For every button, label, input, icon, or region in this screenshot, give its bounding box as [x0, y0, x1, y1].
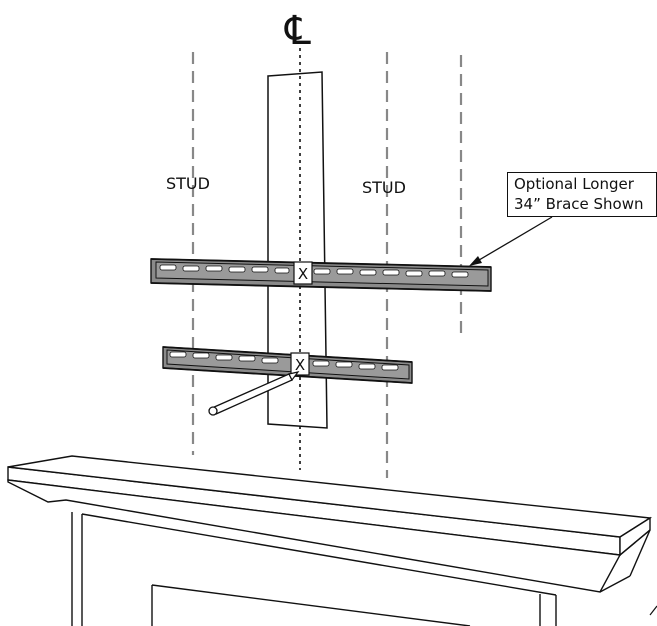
vertical-board — [267, 71, 328, 429]
callout-arrow — [469, 216, 553, 266]
lower-mark-x: X — [295, 356, 305, 374]
fireplace-mantel — [7, 455, 653, 626]
upper-brace: X — [150, 258, 492, 292]
stud-label-left: STUD — [166, 174, 210, 193]
upper-mark-x: X — [298, 265, 308, 283]
centerline-symbol: ℄ — [284, 8, 311, 54]
lower-brace: X — [162, 346, 413, 384]
stud-label-right: STUD — [362, 178, 406, 197]
fireplace-edge-marks — [649, 605, 657, 616]
callout-line-2: 34” Brace Shown — [514, 195, 644, 213]
pencil — [208, 371, 300, 416]
callout-line-1: Optional Longer — [514, 175, 634, 193]
callout-optional-brace: Optional Longer 34” Brace Shown — [507, 172, 657, 217]
